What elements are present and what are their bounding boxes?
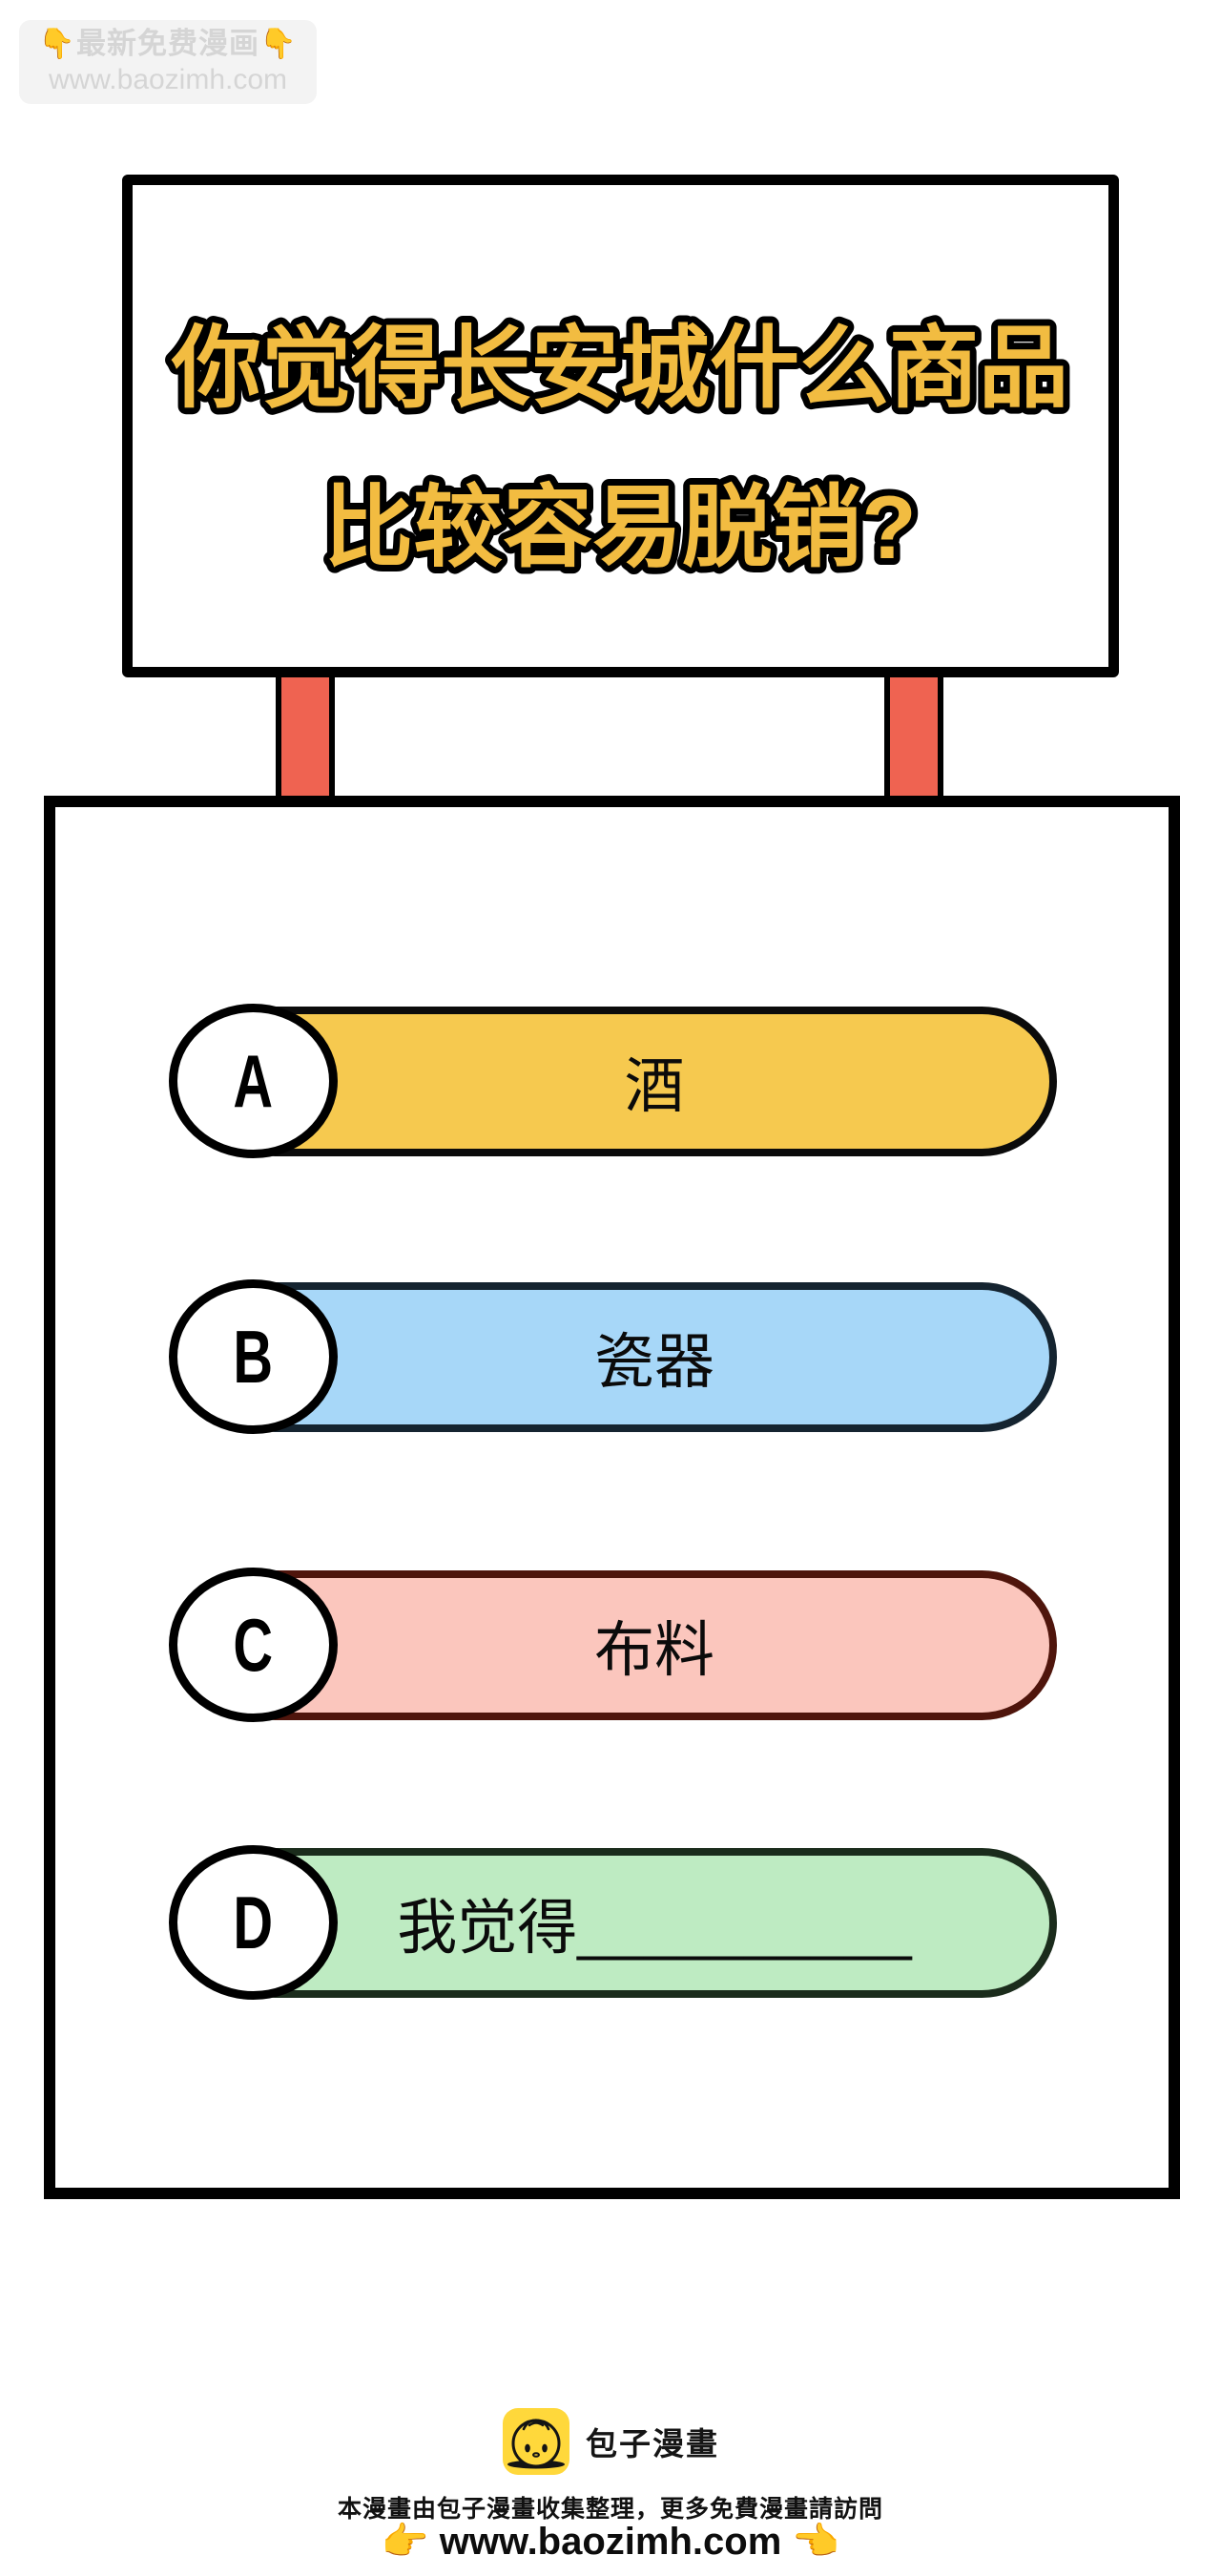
question-signboard: 你觉得长安城什么商品 比较容易脱销? [122,175,1119,677]
option-a-label: 酒 [624,1053,685,1120]
question-line-2: 比较容易脱销? [323,477,916,577]
option-b-label: 瓷器 [594,1329,714,1396]
footer-credit: 本漫畫由包子漫畫收集整理，更多免費漫畫請訪問 [337,2496,883,2523]
option-c-badge: C [169,1568,338,1722]
sign-post-right [884,668,943,809]
sign-post-left [276,668,335,809]
option-d-badge: D [169,1845,338,2000]
option-d-label: 我觉得__________ [397,1895,912,1962]
option-c-letter: C [233,1603,274,1687]
option-c[interactable]: 布料 C [169,1568,1057,1722]
footer-brand-name: 包子漫畫 [586,2426,719,2462]
option-d[interactable]: 我觉得__________ D [169,1845,1057,2000]
option-a-badge: A [169,1004,338,1158]
watermark-banner-text: 👇最新免费漫画👇 [38,27,298,60]
question-line-1: 你觉得长安城什么商品 [171,318,1068,418]
footer-brand: 包子漫畫 [0,2406,1221,2477]
option-c-label: 布料 [594,1617,714,1684]
watermark: 👇最新免费漫画👇 www.baozimh.com [19,20,317,104]
watermark-url: www.baozimh.com [48,64,288,95]
option-b[interactable]: 瓷器 B [169,1279,1057,1434]
option-a[interactable]: 酒 A [169,1004,1057,1158]
option-a-letter: A [233,1039,274,1123]
option-d-pill [200,1848,1057,1998]
footer-site-link[interactable]: 👉 www.baozimh.com 👈 [381,2521,840,2563]
option-b-pill [200,1282,1057,1432]
option-d-letter: D [233,1880,274,1964]
option-b-badge: B [169,1279,338,1434]
baozi-logo-icon [503,2408,569,2475]
option-c-pill [200,1570,1057,1720]
question-text-graphic: 你觉得长安城什么商品 比较容易脱销? [164,311,1075,584]
option-b-letter: B [233,1315,274,1399]
